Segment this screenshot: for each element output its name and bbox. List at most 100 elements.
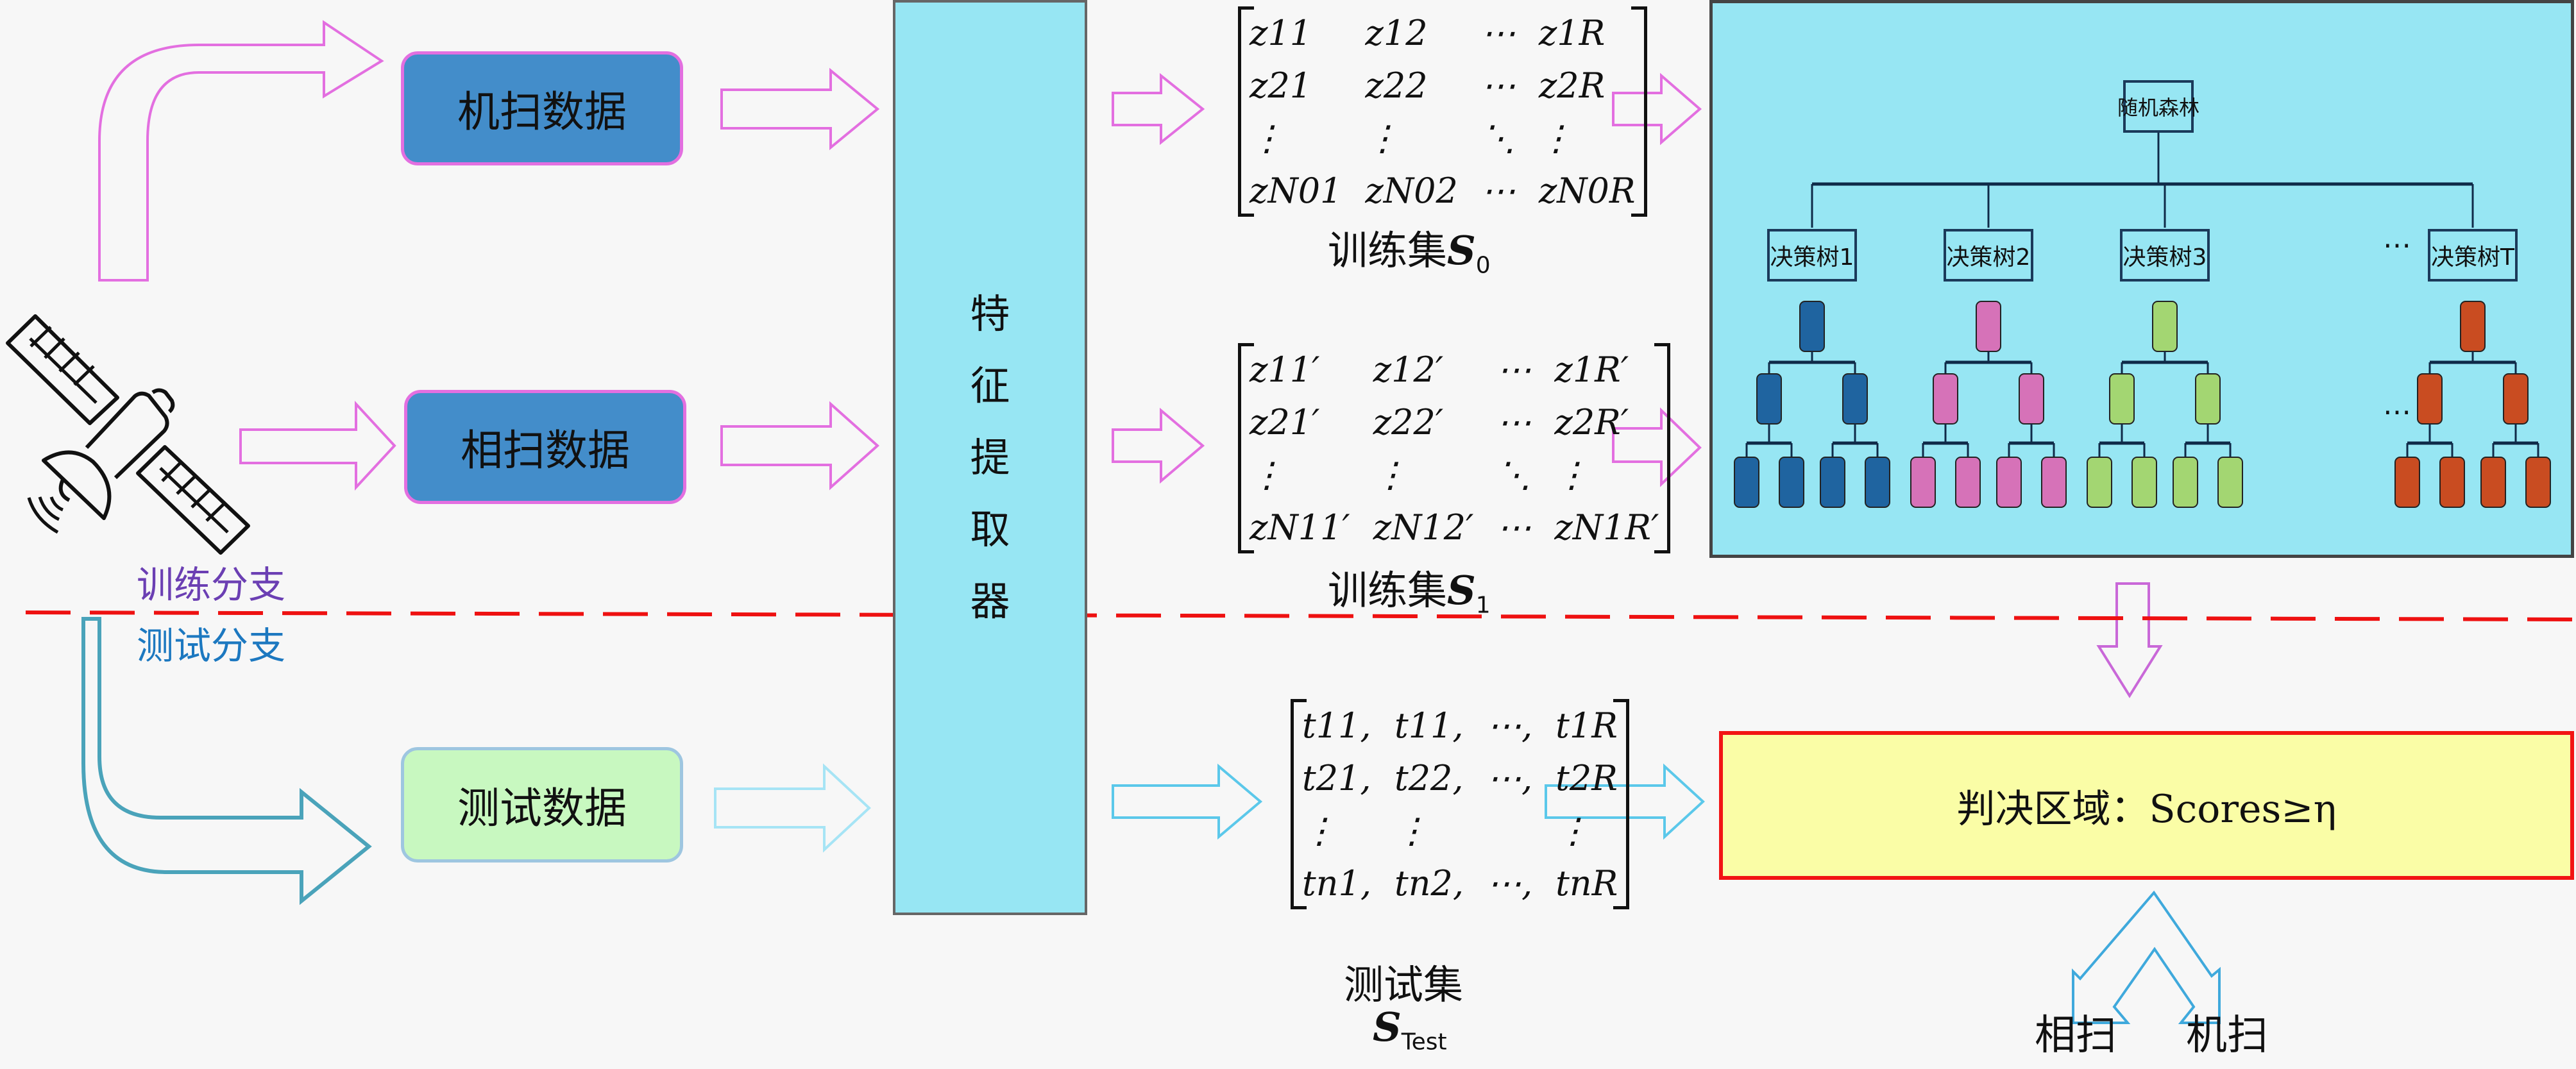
branch-divider — [25, 610, 2576, 621]
matrix-cell: zN1R′ — [1554, 507, 1659, 548]
random-forest-connectors — [1734, 133, 2551, 508]
matrix-cell: zN12′ — [1373, 507, 1474, 548]
matrix-row: ⋮⋮⋱⋮ — [1238, 112, 1647, 164]
tree-node — [2394, 457, 2420, 508]
tree-node — [1976, 301, 2001, 352]
arrow-extractor-to-test-set — [1112, 763, 1263, 840]
tree-node — [1996, 457, 2022, 508]
curved-arrow-to-test-data — [81, 617, 372, 905]
test-set-caption: 测试集 — [1344, 961, 1464, 1008]
decision-tree-box: 决策树T — [2428, 229, 2518, 282]
output-airborne-scan: 机扫 — [2186, 1012, 2268, 1059]
matrix-cell: z12 — [1365, 12, 1428, 53]
tree-node — [1955, 457, 1981, 508]
decision-tree-box: 决策树2 — [1944, 229, 2033, 282]
tree-node — [2109, 373, 2135, 425]
arrow-to-phase-scan — [239, 400, 396, 491]
feature-extractor-char: 提 — [970, 433, 1010, 481]
phase-scan-data-label: 相扫数据 — [461, 426, 630, 475]
training-set-s1-caption: 训练集S1 — [1328, 567, 1491, 619]
matrix-cell: z1R′ — [1554, 349, 1629, 390]
decision-tree-box: 决策树1 — [1767, 229, 1857, 282]
tree-node — [2503, 373, 2529, 425]
matrix-cell: zN0R — [1538, 170, 1636, 211]
tree-node — [2131, 457, 2157, 508]
training-matrix-s1: z11′z12′⋯z1R′z21′z22′⋯z2R′⋮⋮⋱⋮zN11′zN12′… — [1238, 343, 1671, 553]
tree-node — [2417, 373, 2443, 425]
tree-node — [2525, 457, 2551, 508]
training-branch-label: 训练分支 — [137, 563, 286, 607]
decision-region-box: 判决区域：Scores≥η — [1719, 731, 2574, 880]
matrix-cell: t21, — [1302, 757, 1371, 798]
matrix-cell: ⋮ — [1555, 810, 1591, 851]
arrow-airborne-to-extractor — [720, 67, 880, 151]
feature-extractor: 特 征 提 取 器 — [893, 0, 1087, 915]
matrix-cell: ⋮ — [1250, 117, 1284, 158]
arrow-extractor-to-s1 — [1112, 407, 1205, 484]
matrix-cell: z12′ — [1373, 349, 1444, 390]
matrix-row: z21 z22 ⋯ z2R — [1238, 59, 1647, 112]
tree-node — [1842, 373, 1868, 425]
test-set-symbol: STest — [1373, 1004, 1447, 1056]
leaves-ellipsis: ⋯ — [2383, 396, 2411, 428]
training-set-s0-caption: 训练集S0 — [1328, 227, 1491, 279]
matrix-row: zN11′zN12′⋯zN1R′ — [1238, 501, 1670, 553]
matrix-cell: z1R — [1538, 12, 1606, 53]
tree-node — [2195, 373, 2221, 425]
tree-node — [1756, 373, 1782, 425]
matrix-cell: z22′ — [1373, 401, 1444, 442]
airborne-scan-data-box: 机扫数据 — [401, 51, 683, 165]
test-data-box: 测试数据 — [401, 747, 683, 863]
arrow-s1-to-forest — [1612, 407, 1702, 487]
tree-node — [2480, 457, 2506, 508]
tree-node — [1933, 373, 1958, 425]
matrix-cell: z21′ — [1250, 401, 1320, 442]
matrix-cell: ⋮ — [1373, 454, 1408, 495]
airborne-scan-data-label: 机扫数据 — [457, 87, 627, 137]
matrix-cell: ⋯, — [1487, 705, 1533, 746]
matrix-cell: t2R — [1555, 757, 1618, 798]
tree-node — [2019, 373, 2044, 425]
matrix-row: ⋮⋮⋱⋮ — [1238, 448, 1670, 501]
matrix-cell: ⋯ — [1480, 65, 1516, 106]
tree-node — [1865, 457, 1890, 508]
output-phase-scan: 相扫 — [2035, 1012, 2117, 1059]
matrix-cell: z11′ — [1250, 349, 1320, 390]
matrix-cell: z21 — [1250, 65, 1312, 106]
split-arrow-outputs — [2072, 890, 2221, 1024]
matrix-cell: ⋯ — [1496, 401, 1532, 442]
testing-branch-label: 测试分支 — [137, 624, 286, 668]
matrix-cell: t11, — [1394, 705, 1464, 746]
tree-node — [2041, 457, 2067, 508]
tree-node — [1910, 457, 1936, 508]
matrix-cell: ⋯ — [1496, 349, 1532, 390]
random-forest-root: 随机森林 — [2117, 80, 2199, 133]
matrix-cell: ⋮ — [1538, 117, 1573, 158]
matrix-row: t11, t11, ⋯, t1R — [1291, 699, 1629, 752]
matrix-cell: z22 — [1365, 65, 1428, 106]
matrix-cell: t11, — [1302, 705, 1371, 746]
arrow-phase-to-extractor — [720, 401, 880, 491]
matrix-row: z11′ z12′ ⋯ z1R′ — [1238, 343, 1670, 396]
arrow-s0-to-forest — [1612, 72, 1702, 146]
matrix-cell — [1475, 804, 1544, 857]
matrix-cell: ⋮ — [1250, 454, 1284, 495]
tree-node — [1779, 457, 1804, 508]
matrix-cell: ⋮ — [1302, 810, 1337, 851]
matrix-cell: z2R — [1538, 65, 1606, 106]
matrix-cell: ⋯, — [1487, 863, 1533, 904]
matrix-cell: t1R — [1555, 705, 1618, 746]
matrix-cell: ⋯ — [1480, 12, 1516, 53]
tree-node — [2217, 457, 2243, 508]
matrix-row: t21,t22,⋯,t2R — [1291, 752, 1629, 804]
matrix-cell: zN01 — [1250, 170, 1343, 211]
feature-extractor-char: 征 — [970, 362, 1010, 409]
trees-ellipsis: ⋯ — [2383, 229, 2411, 262]
matrix-cell: zN02 — [1365, 170, 1458, 211]
tree-node — [2152, 301, 2178, 352]
matrix-cell: ⋱ — [1496, 454, 1532, 495]
